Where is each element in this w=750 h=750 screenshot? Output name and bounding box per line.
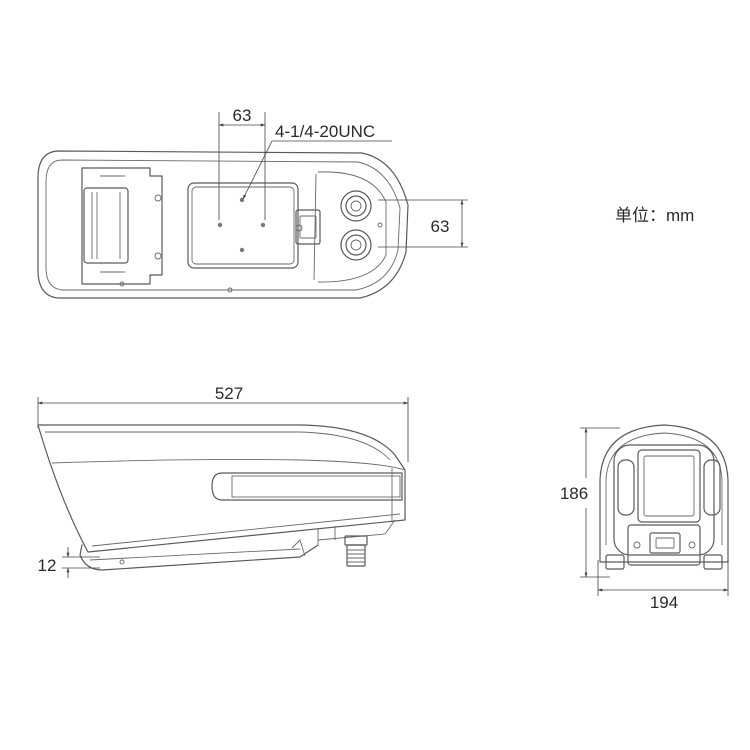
side-view: 527 12: [37, 384, 409, 578]
units-label: 单位：mm: [615, 206, 694, 225]
cable-gland-2-ring: [345, 234, 367, 256]
top-sunshield-inner-line: [45, 159, 401, 291]
dim-front-height-label: 186: [560, 484, 588, 503]
side-bracket: [79, 544, 319, 571]
dim-length-label: 527: [215, 384, 243, 403]
top-housing-outline: [37, 150, 409, 299]
mount-hole: [260, 222, 266, 228]
front-connector-screw: [633, 541, 641, 549]
front-body: [613, 444, 715, 556]
side-body-top-line: [51, 458, 406, 471]
top-nose-inner-line: [317, 171, 387, 283]
top-screw: [154, 194, 162, 202]
mount-hole: [239, 247, 245, 253]
front-glass-inner: [643, 455, 695, 517]
top-rear-plate: [81, 167, 163, 285]
cable-gland-2-core: [350, 239, 362, 251]
top-view: 63 4-1/4-20UNC 63: [37, 106, 468, 299]
side-lower-cover: [317, 519, 396, 541]
thread-label: 4-1/4-20UNC: [275, 122, 375, 141]
dim-top-width-label: 63: [233, 106, 252, 125]
front-view: 186 194: [560, 424, 729, 612]
mounting-plate-inner: [191, 186, 295, 265]
side-bracket-line: [89, 548, 301, 561]
side-body-bottom-line: [91, 513, 401, 547]
side-bracket-tab: [291, 539, 306, 557]
top-latch-screw: [295, 224, 303, 232]
side-window-inner: [231, 475, 401, 498]
top-screw: [119, 281, 125, 287]
top-screw: [377, 222, 383, 228]
side-gland-thread: [346, 544, 366, 567]
front-connector-screw: [688, 541, 696, 549]
cable-gland-2: [340, 229, 372, 261]
front-foot-left: [605, 554, 625, 570]
side-sunshield-inner-line: [45, 431, 391, 461]
front-connector-window-inner: [655, 537, 675, 549]
front-connector-box: [627, 524, 701, 566]
front-connector-window: [649, 532, 681, 554]
front-side-slot-right: [703, 459, 721, 516]
dim-offset-label: 12: [38, 556, 57, 575]
side-window-slot: [211, 472, 403, 501]
top-screw: [154, 252, 162, 260]
mounting-plate: [187, 182, 299, 269]
front-glass: [637, 449, 701, 523]
dim-top-height-label: 63: [431, 217, 450, 236]
top-latch-inner: [299, 215, 317, 239]
front-foot-right: [703, 554, 723, 570]
top-nose-divider: [313, 173, 317, 281]
cable-gland-1: [340, 190, 372, 222]
mount-hole: [217, 222, 223, 228]
side-housing-outline: [37, 424, 406, 553]
top-roller: [83, 187, 129, 264]
top-screw: [227, 287, 233, 293]
side-rivet: [119, 559, 125, 565]
thread-leader: [242, 140, 273, 200]
dim-front-width-label: 194: [650, 593, 678, 612]
cable-gland-1-ring: [345, 195, 367, 217]
front-housing-outline: [599, 424, 729, 563]
cable-gland-1-core: [350, 200, 362, 212]
front-side-slot-left: [617, 459, 635, 516]
